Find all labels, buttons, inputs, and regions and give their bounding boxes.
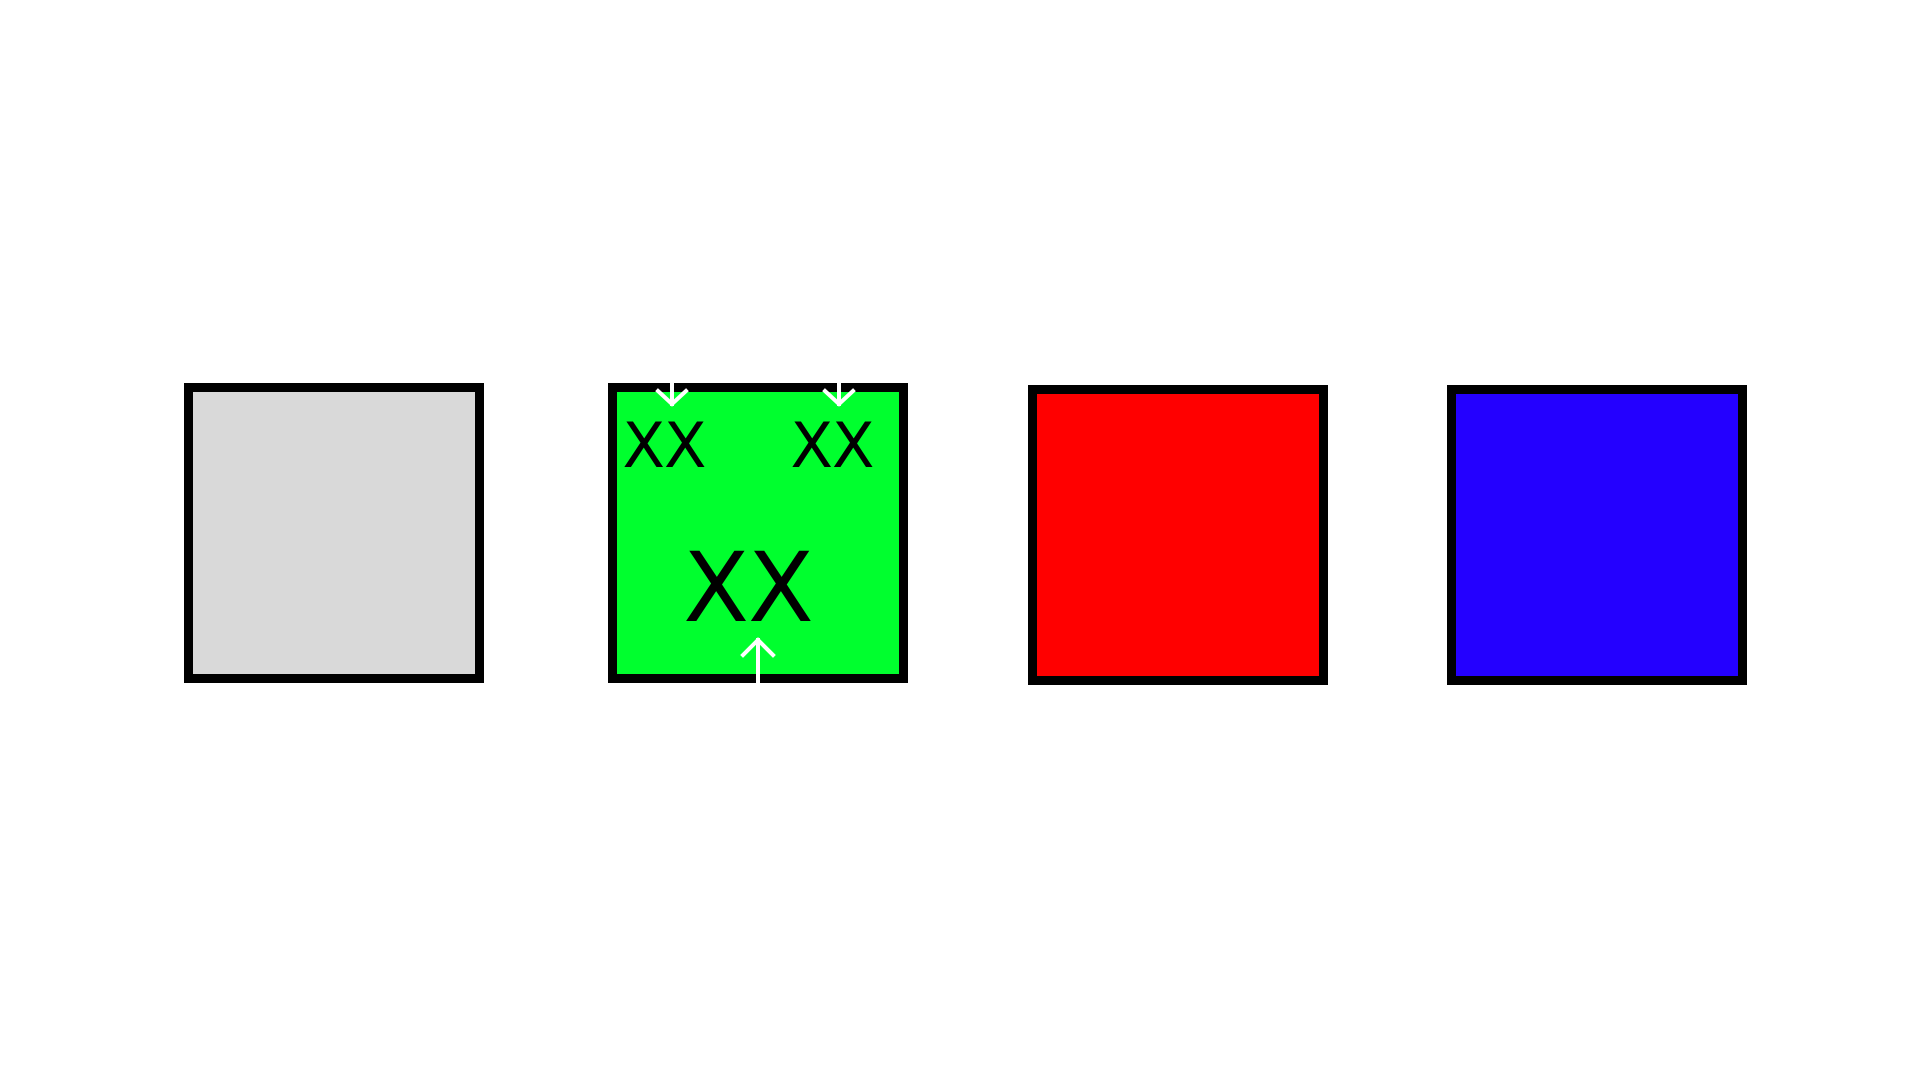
label-top-left: XX — [622, 409, 707, 482]
arrow-down-icon — [822, 376, 856, 407]
green-square: XX XX XX — [608, 383, 908, 683]
label-top-right: XX — [790, 409, 875, 482]
gray-square — [184, 383, 484, 683]
label-center: XX — [683, 532, 814, 644]
arrow-up-icon — [740, 637, 776, 686]
arrow-down-icon — [655, 376, 689, 407]
red-square — [1028, 385, 1328, 685]
blue-square — [1447, 385, 1747, 685]
